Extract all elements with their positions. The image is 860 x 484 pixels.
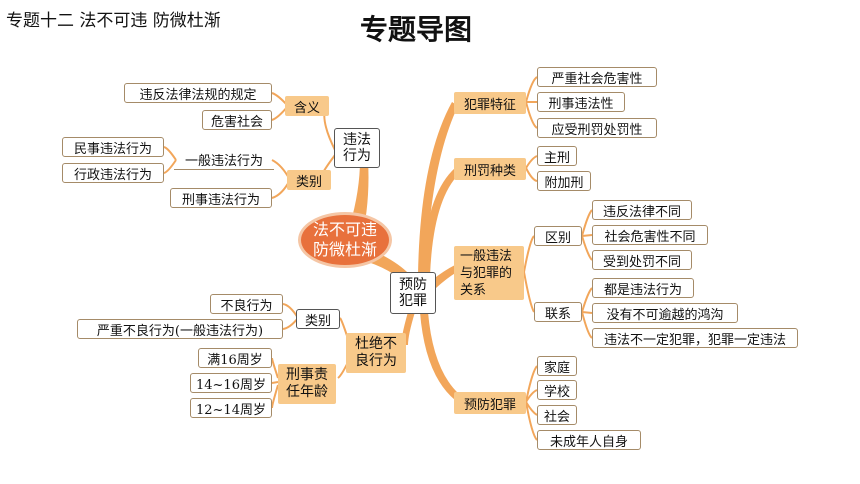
node-general-illegal: 一般违法行为 — [174, 150, 274, 170]
center-node: 法不可违防微杜渐 — [298, 212, 392, 268]
node-difference: 区别 — [534, 226, 582, 246]
node-illegal-types: 类别 — [287, 170, 331, 190]
node-prevent-crime-hub: 预防犯罪 — [390, 272, 436, 314]
node-illegal-act: 违法行为 — [334, 128, 380, 168]
node-relation: 一般违法与犯罪的关系 — [454, 246, 524, 300]
node-criminal-age: 刑事责任年龄 — [278, 364, 336, 404]
leaf-punishable: 应受刑罚处罚性 — [537, 118, 657, 138]
node-connection: 联系 — [534, 302, 582, 322]
leaf-age-14-16: 14~16周岁 — [190, 373, 272, 393]
leaf-age-12-14: 12~14周岁 — [190, 398, 272, 418]
branch-hub-to-prevent-crime — [420, 312, 459, 400]
topic-title: 专题十二 法不可违 防微杜渐 — [6, 11, 221, 31]
leaf-principal-penalty: 主刑 — [537, 146, 577, 166]
node-bad-types: 类别 — [296, 309, 340, 329]
node-prevent-crime: 预防犯罪 — [454, 392, 526, 414]
leaf-violate-law: 违反法律法规的规定 — [124, 83, 272, 103]
branch-center-to-illegal-act — [350, 160, 369, 228]
leaf-supplementary-penalty: 附加刑 — [537, 171, 591, 191]
leaf-diff-harm: 社会危害性不同 — [592, 225, 708, 245]
leaf-conn-no-gap: 没有不可逾越的鸿沟 — [592, 303, 738, 323]
leaf-conn-both-illegal: 都是违法行为 — [592, 278, 694, 298]
node-meaning: 含义 — [285, 96, 329, 116]
leaf-school: 学校 — [537, 380, 577, 400]
leaf-bad-behavior: 不良行为 — [210, 294, 283, 314]
leaf-criminal-law: 刑事违法性 — [537, 92, 625, 112]
branch-hub-to-relation — [432, 265, 457, 288]
leaf-admin-illegal: 行政违法行为 — [62, 163, 164, 183]
leaf-family: 家庭 — [537, 356, 577, 376]
leaf-minor-self: 未成年人自身 — [537, 430, 641, 450]
node-punishment-types: 刑罚种类 — [454, 158, 526, 180]
leaf-social-harm: 严重社会危害性 — [537, 67, 657, 87]
leaf-diff-law: 违反法律不同 — [592, 200, 692, 220]
leaf-harm-society: 危害社会 — [202, 110, 272, 130]
branch-hub-to-punishment — [422, 168, 459, 276]
node-prevent-bad: 杜绝不良行为 — [346, 333, 406, 373]
leaf-criminal-illegal: 刑事违法行为 — [170, 188, 272, 208]
leaf-conn-not-all: 违法不一定犯罪，犯罪一定违法 — [592, 328, 798, 348]
leaf-society: 社会 — [537, 405, 577, 425]
node-crime-features: 犯罪特征 — [454, 92, 526, 114]
leaf-age-16: 满16周岁 — [198, 348, 272, 368]
main-title: 专题导图 — [360, 13, 473, 46]
leaf-serious-bad: 严重不良行为(一般违法行为) — [77, 319, 283, 339]
leaf-civil-illegal: 民事违法行为 — [62, 137, 164, 157]
leaf-diff-punish: 受到处罚不同 — [592, 250, 692, 270]
